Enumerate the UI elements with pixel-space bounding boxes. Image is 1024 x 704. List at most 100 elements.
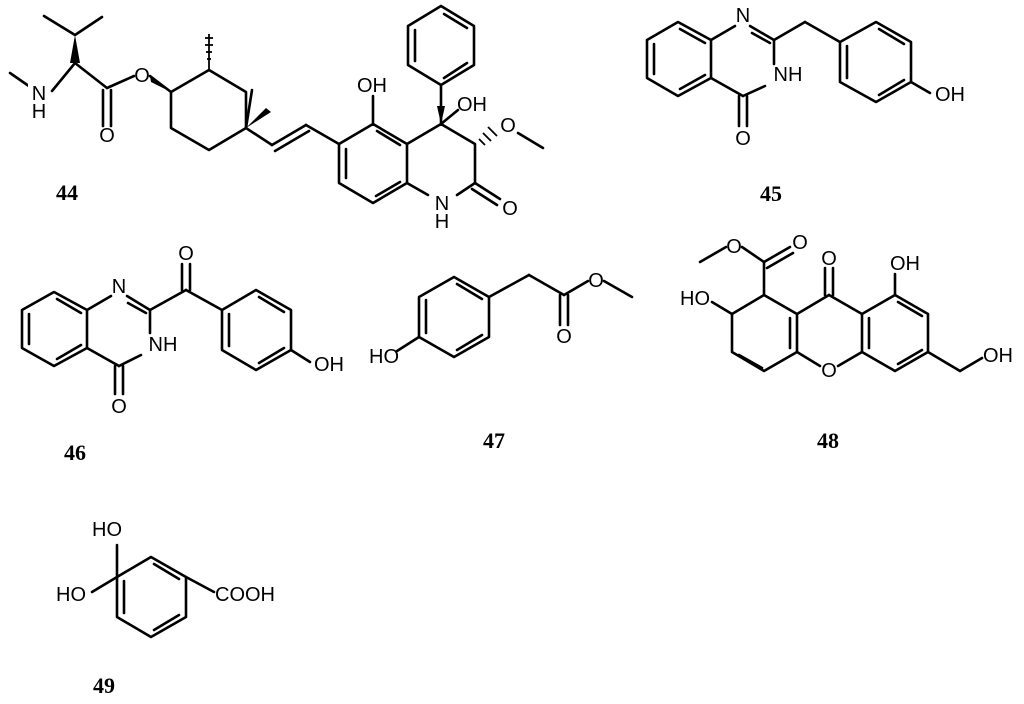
quat-methyl bbox=[244, 88, 254, 130]
right-ring bbox=[860, 293, 930, 373]
atom-oh-top: OH bbox=[890, 253, 920, 275]
ph-double-2 bbox=[877, 27, 906, 46]
atom-carbonyl-o: O bbox=[792, 232, 808, 254]
benzo-double-3 bbox=[55, 343, 83, 361]
phenyl-ring bbox=[417, 275, 491, 359]
methoxy-hash bbox=[478, 126, 498, 146]
ho-bond bbox=[395, 335, 421, 353]
atom-ketone-o: O bbox=[178, 243, 194, 265]
alpha-n-bond bbox=[50, 61, 77, 93]
co-2 bbox=[765, 251, 795, 270]
atom-ho: HO bbox=[369, 346, 399, 368]
vinyl-1 bbox=[244, 126, 274, 147]
benzo-ring bbox=[645, 20, 713, 98]
atom-ester-o: O bbox=[588, 270, 604, 292]
ho-left-bond bbox=[90, 575, 119, 594]
ch2-bond bbox=[487, 273, 531, 299]
atom-carbonyl-o: O bbox=[556, 326, 572, 348]
n1-c2 bbox=[125, 294, 152, 312]
isopropyl-bonds bbox=[42, 14, 104, 37]
r-double-3 bbox=[896, 348, 924, 366]
c8a-n1 bbox=[709, 24, 737, 42]
n3-c4 bbox=[741, 84, 767, 98]
atom-cooh: COOH bbox=[215, 584, 275, 606]
vinyl-2 bbox=[270, 123, 308, 147]
ho-bond bbox=[710, 300, 734, 316]
co-ar bbox=[184, 288, 224, 312]
atom-n1: N bbox=[736, 5, 750, 27]
compound-number-48: 48 bbox=[817, 428, 839, 453]
c4-c4a bbox=[85, 346, 121, 368]
atom-ho-left: HO bbox=[56, 584, 86, 606]
hashed-methyl bbox=[205, 37, 213, 60]
atom-oh-phenol: OH bbox=[357, 75, 387, 97]
vinyl-3 bbox=[304, 123, 341, 146]
ester-o-c bbox=[740, 245, 766, 264]
compound-number-44: 44 bbox=[56, 180, 78, 205]
ring-o-left bbox=[795, 350, 822, 368]
b-double-3 bbox=[152, 613, 181, 632]
phenol-ring bbox=[838, 20, 913, 104]
compound-47: HO O O 47 bbox=[369, 270, 634, 453]
aromatic-ring bbox=[337, 122, 409, 205]
ph-double-3 bbox=[877, 78, 906, 97]
n1-c2-double bbox=[126, 301, 148, 315]
benzo-double-3 bbox=[678, 27, 707, 45]
atom-o4: O bbox=[111, 396, 127, 418]
atom-n1: N bbox=[112, 276, 126, 298]
compound-45: N NH O OH 45 bbox=[645, 5, 965, 206]
n1-c2 bbox=[748, 24, 776, 42]
ome-methyl bbox=[698, 245, 728, 264]
c8a-n1 bbox=[85, 294, 113, 312]
c-ketone-right bbox=[827, 293, 864, 316]
ome-methyl bbox=[516, 131, 545, 150]
n-ring-bond bbox=[405, 181, 430, 197]
c-o-ester bbox=[562, 279, 590, 297]
atom-nh: NH bbox=[774, 64, 803, 86]
atom-carbonyl-o: O bbox=[99, 125, 115, 147]
compound-48: O O O OH HO O OH 48 bbox=[680, 232, 1013, 453]
atom-oh: OH bbox=[935, 84, 965, 106]
benzo-double-2 bbox=[678, 73, 707, 91]
benzene-ring bbox=[115, 555, 188, 639]
vinyl-2b bbox=[273, 129, 311, 153]
ch2-co bbox=[527, 273, 566, 297]
c4-c4a bbox=[709, 76, 745, 98]
n1-c2-double bbox=[750, 31, 772, 45]
atom-oh: OH bbox=[314, 354, 344, 376]
o-methyl bbox=[602, 279, 634, 299]
atom-oh-ch2: OH bbox=[983, 345, 1013, 367]
ph-double-3 bbox=[455, 333, 484, 352]
b-double-2 bbox=[152, 562, 181, 581]
benzo-ring bbox=[20, 290, 89, 368]
left-double bbox=[737, 353, 764, 370]
ring-o-right bbox=[836, 350, 864, 368]
ph-double-3 bbox=[442, 61, 469, 80]
ch2-ar bbox=[803, 20, 842, 44]
lactam-co bbox=[473, 181, 502, 201]
ph-double-2 bbox=[455, 282, 484, 301]
atom-ketone-o: O bbox=[821, 248, 837, 270]
phenyl-ring bbox=[406, 4, 476, 87]
compound-number-46: 46 bbox=[64, 440, 86, 465]
atom-ring-o: O bbox=[821, 360, 837, 382]
atom-lactam-o: O bbox=[502, 198, 518, 220]
ph-double-2 bbox=[257, 295, 286, 314]
lactam-ring bbox=[405, 122, 477, 197]
c2-co bbox=[148, 288, 188, 312]
compound-number-45: 45 bbox=[760, 181, 782, 206]
quat-wedge bbox=[246, 108, 271, 128]
atom-oh-c4: OH bbox=[457, 94, 487, 116]
atom-ho-left: HO bbox=[680, 288, 710, 310]
lactam-co-b bbox=[470, 187, 499, 207]
ph-double-3 bbox=[257, 346, 286, 365]
c-ketone-left bbox=[795, 293, 831, 316]
ar-double-2 bbox=[375, 129, 402, 147]
oh-bond bbox=[909, 80, 932, 95]
phenol-ring bbox=[220, 288, 293, 372]
